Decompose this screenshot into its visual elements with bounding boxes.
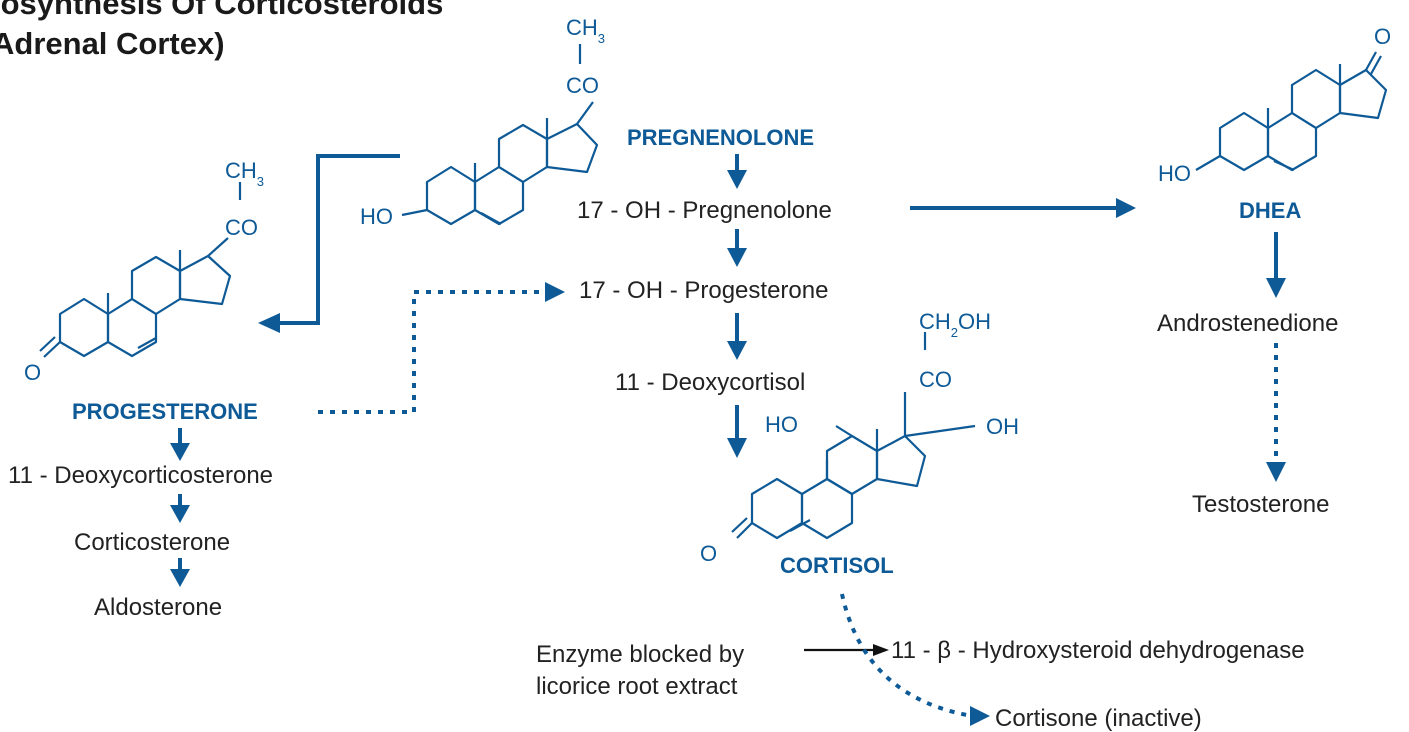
- arrow-corticosterone-to-aldosterone: [170, 558, 190, 587]
- arrow-ohprog-to-deoxycortisol: [727, 313, 747, 360]
- oh-progesterone-label: 17 - OH - Progesterone: [579, 277, 828, 304]
- deoxycorticosterone-label: 11 - Deoxycorticosterone: [8, 462, 273, 489]
- title-line1: iosynthesis Of Corticosteroids: [0, 0, 443, 21]
- testosterone-label: Testosterone: [1192, 491, 1329, 518]
- cortisol-structure: O HO OH CO CH2OH: [700, 309, 1019, 566]
- progesterone-co-label: CO: [225, 215, 258, 240]
- deoxycortisol-label: 11 - Deoxycortisol: [615, 369, 805, 396]
- pregnenolone-label: PREGNENOLONE: [627, 125, 814, 150]
- cortisol-label: CORTISOL: [780, 553, 894, 578]
- progesterone-structure: O CO CH3: [24, 158, 264, 385]
- pregnenolone-co-label: CO: [566, 73, 599, 98]
- cortisol-co-label: CO: [919, 367, 952, 392]
- arrow-deoxycortisol-to-cortisol: [727, 405, 747, 458]
- cortisol-oh-label: OH: [986, 414, 1019, 439]
- pregnenolone-ho-label: HO: [360, 204, 393, 229]
- progesterone-ch-label: CH3: [225, 158, 264, 189]
- arrow-enzyme-block: [804, 644, 889, 656]
- cortisol-o-label: O: [700, 541, 717, 566]
- enzyme-note-line2: licorice root extract: [536, 673, 738, 700]
- progesterone-o-label: O: [24, 360, 41, 385]
- cortisol-ch-label: CH2OH: [919, 309, 991, 340]
- enzyme-name-label: 11 - β - Hydroxysteroid dehydrogenase: [891, 637, 1305, 664]
- arrow-pregnenolone-to-progesterone: [258, 154, 400, 333]
- corticosterone-label: Corticosterone: [74, 529, 230, 556]
- oh-pregnenolone-label: 17 - OH - Pregnenolone: [577, 197, 832, 224]
- progesterone-label: PROGESTERONE: [72, 399, 258, 424]
- arrow-ohpreg-to-dhea: [910, 198, 1136, 218]
- arrow-preg-to-ohpreg: [727, 154, 747, 189]
- aldosterone-label: Aldosterone: [94, 594, 222, 621]
- arrow-progesterone-to-ohprogesterone: [318, 282, 565, 414]
- dhea-label: DHEA: [1239, 198, 1301, 223]
- arrow-cortisol-to-cortisone: [840, 593, 990, 726]
- cortisone-label: Cortisone (inactive): [995, 705, 1202, 732]
- arrow-progesterone-to-deoxycorticosterone: [170, 428, 190, 461]
- arrow-deoxycorticosterone-to-corticosterone: [170, 494, 190, 523]
- pregnenolone-structure: HO CO CH3: [360, 15, 605, 229]
- cortisol-ho-label: HO: [765, 412, 798, 437]
- dhea-o-label: O: [1374, 24, 1391, 49]
- enzyme-note-line1: Enzyme blocked by: [536, 641, 744, 668]
- androstenedione-label: Androstenedione: [1157, 310, 1338, 337]
- title-line2: Adrenal Cortex): [0, 26, 225, 61]
- pregnenolone-ch-label: CH3: [566, 15, 605, 46]
- arrow-androstenedione-to-testosterone: [1266, 343, 1286, 482]
- arrow-dhea-to-androstenedione: [1266, 232, 1286, 298]
- arrow-ohpreg-to-ohprog: [727, 229, 747, 267]
- dhea-ho-label: HO: [1158, 161, 1191, 186]
- dhea-structure: O HO: [1158, 24, 1391, 186]
